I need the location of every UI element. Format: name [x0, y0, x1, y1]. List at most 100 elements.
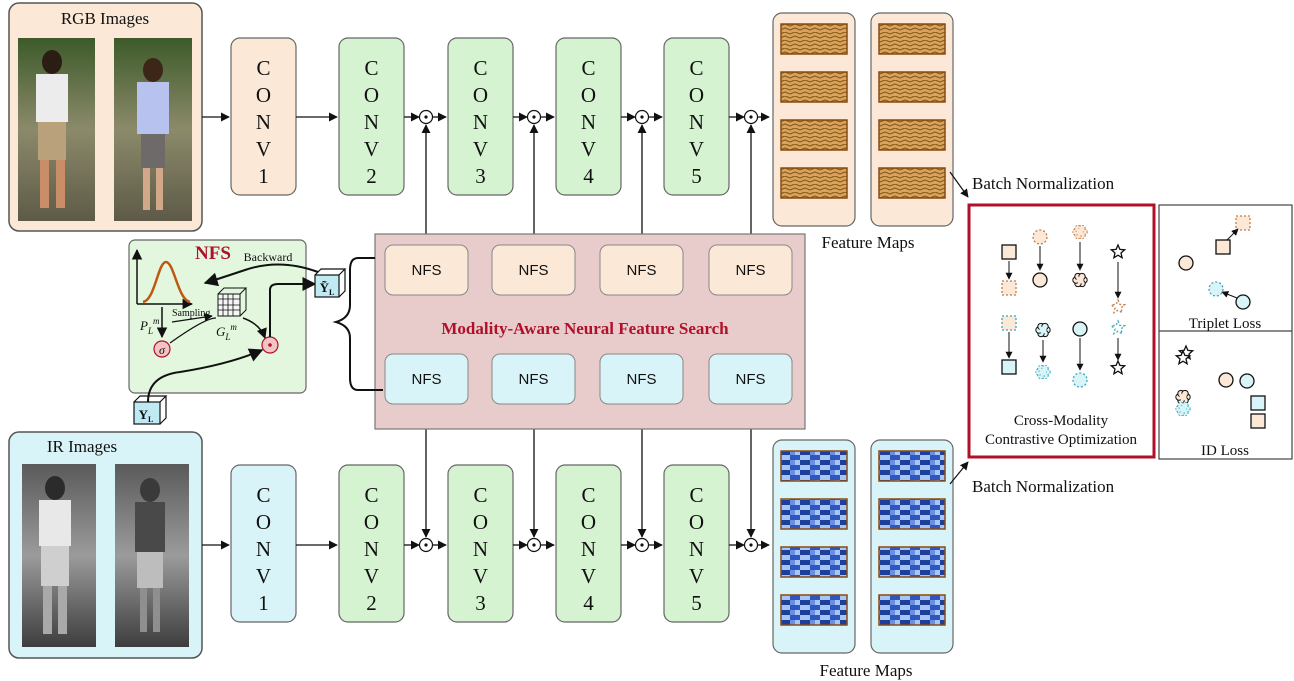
- ir-conv-2-letter: 2: [366, 591, 377, 615]
- triplet-square: [1215, 239, 1231, 255]
- rgb-person-2-top: [137, 82, 169, 134]
- mult-to-ytilde-arrow: [269, 277, 317, 337]
- dashed-square-glyph: [1001, 280, 1017, 296]
- contrastive-line-1: Cross-Modality: [1014, 413, 1109, 429]
- ir-conv-5-letter: C: [689, 483, 703, 507]
- rgb-square-glyph: [1001, 244, 1017, 260]
- ir-conv-4-letter: O: [581, 510, 596, 534]
- rgb-conv-1-letter: 1: [258, 164, 269, 188]
- ir-feature-map-tile: [780, 450, 848, 482]
- rgb-to-bn-arrow: [949, 171, 969, 198]
- ir-conv-block-1: [230, 464, 297, 623]
- rgb-conv-2-letter: C: [364, 56, 378, 80]
- rgb-nfs-unit-1: [384, 244, 469, 296]
- rgb-feature-map-tile: [780, 71, 848, 103]
- ir-flower-glyph: [1035, 322, 1051, 338]
- gaussian-curve: [142, 260, 191, 304]
- ir-person-1-shorts: [41, 546, 69, 586]
- rgb-conv-2-letter: 2: [366, 164, 377, 188]
- rgb-feature-map-tile: [780, 23, 848, 55]
- ir-nfs-unit-3: [599, 353, 684, 405]
- ir-feature-map-tile: [878, 546, 946, 578]
- nfs-module-title: Modality-Aware Neural Feature Search: [441, 319, 729, 338]
- ir-conv-2-letter: V: [364, 564, 379, 588]
- loss-panel: Triplet Loss ID Loss: [1158, 204, 1293, 460]
- loss-glyphs: [1174, 215, 1266, 429]
- rgb-conv-2-letter: O: [364, 83, 379, 107]
- rgb-multiply-node-4-dot: [749, 115, 753, 119]
- y-cube-icon: [133, 395, 168, 425]
- triplet-arrow: [1226, 228, 1239, 241]
- ir-conv-5-letter: N: [689, 537, 704, 561]
- dashed-ir-circle-glyph: [1072, 372, 1088, 388]
- rgb-conv-5-letter: V: [689, 137, 704, 161]
- ir-conv-3-letter: 3: [475, 591, 486, 615]
- g-to-mult-arrow: [242, 317, 267, 339]
- id-square-glyph: [1250, 413, 1266, 429]
- rgb-feature-maps: [772, 12, 954, 227]
- ir-person-1-leg-left: [43, 586, 52, 634]
- sampling-label: Sampling: [172, 308, 210, 319]
- ir-feature-map-tile: [878, 498, 946, 530]
- rgb-person-1-head: [42, 50, 62, 74]
- triplet-dashed-circle: [1208, 281, 1224, 297]
- rgb-conv-1-letter: O: [256, 83, 271, 107]
- ir-feature-map-tile: [878, 450, 946, 482]
- rgb-conv-3-letter: O: [473, 83, 488, 107]
- ir-circle-glyph: [1072, 321, 1088, 337]
- ir-multiply-node-1-dot: [424, 543, 428, 547]
- flower-glyph: [1072, 272, 1088, 288]
- ir-panel-title: IR Images: [47, 437, 117, 456]
- contrastive-box: [967, 203, 1156, 459]
- ir-person-2-top: [135, 502, 165, 552]
- rgb-conv-3-letter: 3: [475, 164, 486, 188]
- star-glyph: [1109, 243, 1127, 260]
- ir-person-2-leg-right: [153, 588, 160, 632]
- rgb-images-panel: RGB Images: [8, 2, 203, 232]
- rgb-nfs-unit-4: [708, 244, 793, 296]
- rgb-panel-title: RGB Images: [61, 9, 149, 28]
- ir-square-glyph: [1001, 359, 1017, 375]
- rgb-nfs-unit-2: [491, 244, 576, 296]
- id-square-ir-glyph: [1250, 395, 1266, 411]
- rgb-conv-5-letter: 5: [691, 164, 702, 188]
- ir-feature-map-tile: [780, 546, 848, 578]
- ir-multiply-node-4-dot: [749, 543, 753, 547]
- rgb-person-1-shirt: [36, 74, 68, 122]
- ir-person-1-leg-right: [58, 586, 67, 634]
- ir-nfs-unit-1: [384, 353, 469, 405]
- ir-conv-4-letter: C: [581, 483, 595, 507]
- rgb-nfs-unit-label: NFS: [412, 262, 442, 279]
- id-flower-ir-glyph: [1175, 401, 1191, 417]
- ir-conv-2-letter: N: [364, 537, 379, 561]
- backward-label: Backward: [244, 250, 293, 264]
- rgb-person-1-shorts: [38, 122, 66, 160]
- rgb-nfs-unit-label: NFS: [736, 262, 766, 279]
- ir-person-1-head: [45, 476, 65, 500]
- ir-feature-maps-label: Feature Maps: [819, 661, 912, 680]
- ir-conv-5-letter: O: [689, 510, 704, 534]
- ir-conv-3-letter: V: [473, 564, 488, 588]
- dashed-ir-flower-glyph: [1035, 364, 1051, 380]
- rgb-person-1-leg-left: [40, 160, 49, 208]
- rgb-conv-3-letter: N: [473, 110, 488, 134]
- rgb-conv-4-letter: V: [581, 137, 596, 161]
- rgb-feature-map-tile: [780, 167, 848, 199]
- ir-multiply-node-3-dot: [640, 543, 644, 547]
- triplet-loss-label: Triplet Loss: [1189, 316, 1262, 332]
- rgb-multiply-node-1-dot: [424, 115, 428, 119]
- ir-conv-1-letter: C: [256, 483, 270, 507]
- multiply-dot: [268, 343, 272, 347]
- g-symbol: GLm: [216, 322, 237, 342]
- dashed-ir-star-glyph: [1109, 319, 1127, 336]
- sigma-symbol: σ: [159, 343, 166, 357]
- ytilde-symbol: ỸL: [320, 280, 335, 297]
- y-to-mult-arrow: [147, 348, 264, 403]
- ir-conv-5-letter: V: [689, 564, 704, 588]
- rgb-multiply-node-3-dot: [640, 115, 644, 119]
- rgb-conv-4-letter: N: [581, 110, 596, 134]
- ytilde-cube-icon: [314, 268, 347, 298]
- id-circle-glyph: [1218, 372, 1234, 388]
